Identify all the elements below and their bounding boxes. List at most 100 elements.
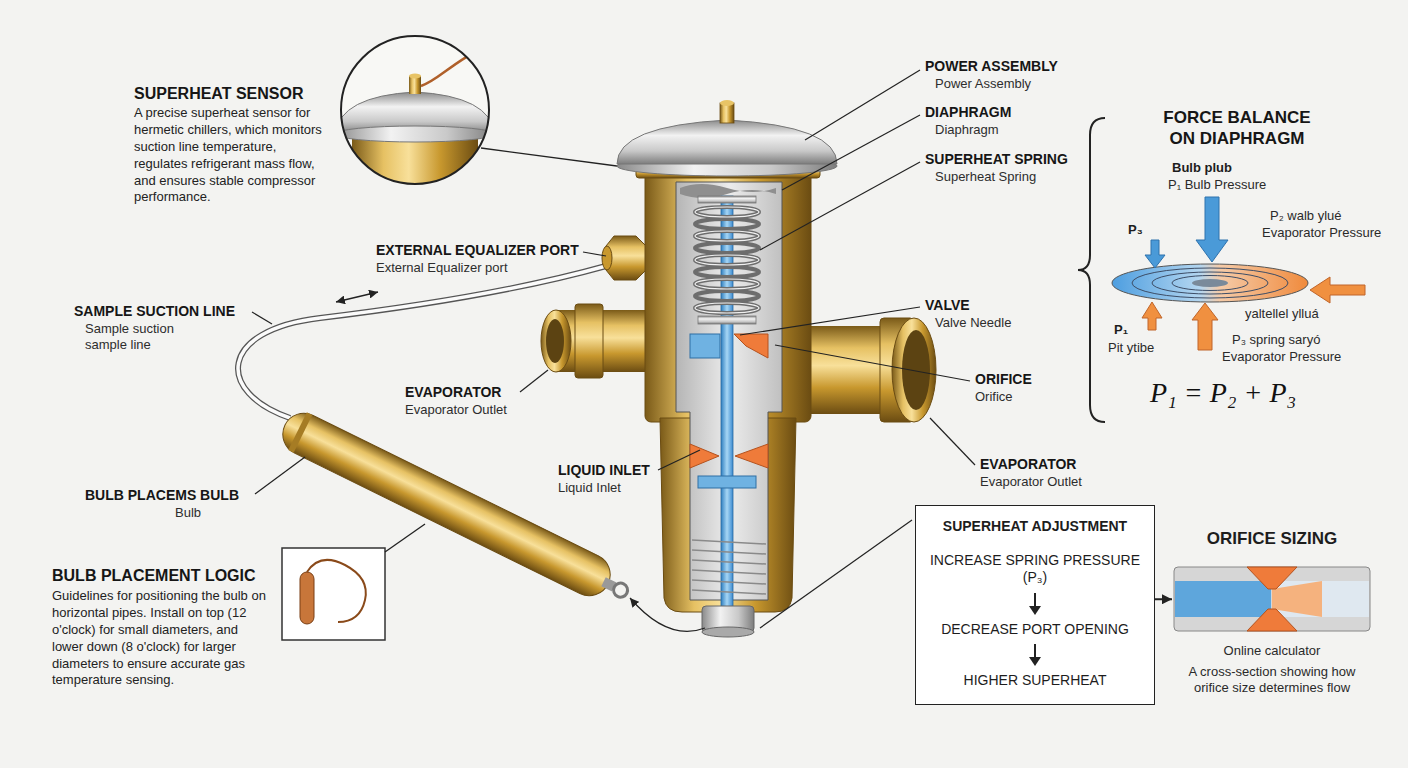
box-text: DECREASE PORT OPENING [928,621,1142,639]
leader-line-part [255,457,305,494]
superheat-spring-part [695,243,759,253]
box-heading: ORIFICE SIZING [1172,528,1372,549]
force-label: Bulb plub [1172,160,1232,176]
sensor-inset-part [341,36,489,184]
leader-line-part [630,598,705,631]
flow-arrow-head [1029,657,1041,666]
valve-internals-part-part [692,550,766,554]
bulb-placement-inset-part [300,572,314,624]
force-equation: P₁ = P₂ + P₃ [1150,376,1296,410]
callout-heading: BULB PLACEMENT LOGIC [52,566,256,586]
orifice-section [1174,567,1370,631]
capillary-tube-part [336,292,378,302]
callout-text: A precise superheat sensor for hermetic … [134,105,329,206]
superheat-spring-part [695,267,759,277]
part-subname: Sample suction sample line [85,321,195,353]
valve-body-part [721,196,733,616]
valve-internals-part-part [692,560,766,564]
capillary-tube-part [238,266,606,418]
diagram-heading: FORCE BALANCE ON DIAPHRAGM [1152,108,1322,149]
outlet-pipe [800,318,936,422]
force-diagram-part [1078,118,1105,422]
power-assembly-part [720,100,734,106]
valve-internals-part-part [692,570,766,574]
flow-arrow-shaft [1034,593,1036,608]
callout-text: Guidelines for positioning the bulb on h… [52,588,270,689]
part-subname: Liquid Inlet [558,480,621,496]
flow-connector [1155,598,1172,600]
superheat-spring-part [695,303,759,313]
part-subname: Valve Needle [935,315,1011,331]
box-heading: SUPERHEAT ADJUSTMENT [928,518,1142,536]
orifice-section [1247,567,1297,589]
power-assembly [617,100,837,178]
part-subname: Orifice [975,389,1013,405]
valve-body [645,172,811,616]
leader-line-part [782,115,920,190]
orifice-section [1273,581,1369,617]
illustration-panel: ORIFICE SIZING Online calculator A cross-s… [1172,528,1372,696]
part-subname: Bulb [175,505,201,521]
sensor-inset-part-part [335,126,495,142]
force-diagram-part [1112,264,1308,302]
force-label: yaltellel ylluá [1245,306,1319,322]
box-text: A cross-section showing how orifice size… [1172,664,1372,697]
flow-arrow [1027,591,1043,617]
part-name: ORIFICE [975,371,1032,388]
capillary-tube-part [238,266,606,418]
leader-line-part [583,252,606,256]
valve-internals-part-part [692,580,766,584]
leader-line-part [760,162,920,250]
bulb-placement-inset-part [282,548,385,640]
sensor-inset-part [481,148,632,168]
leader-line-part [805,70,920,140]
sensor-inset-part-part [409,76,421,94]
superheat-spring-part [695,291,759,301]
superheat-spring-part [695,279,759,289]
outlet-pipe-part [902,330,930,410]
superheat-spring-part [695,231,759,241]
force-label: Pit ytibe [1108,340,1154,356]
part-name: SUPERHEAT SPRING [925,151,1068,168]
part-name: EVAPORATOR [405,384,501,401]
force-label: Evaporator Pressure [1262,225,1381,241]
force-label: Evaporator Pressure [1222,349,1341,365]
part-subname: Diaphragm [935,122,999,138]
box-text: Online calculator [1172,643,1372,659]
orifice-section [1175,581,1271,617]
part-name: VALVE [925,297,970,314]
leader-line-part [252,312,272,324]
valve-internals-part [698,316,756,324]
sensor-inset-part-part [409,74,421,79]
superheat-spring [695,207,759,313]
superheat-spring-part [695,303,759,313]
valve-internals-part [690,444,719,468]
orifice-section [1247,609,1297,631]
leader-line [252,70,975,631]
equalizer-fitting-part [602,246,612,270]
valve-internals-part [698,476,756,488]
part-name: BULB PLACEMS BULB [85,487,239,504]
valve-internals-part-part [692,540,766,544]
superheat-spring-part [695,207,759,217]
force-diagram [1078,118,1365,422]
valve-internals-part [690,334,720,358]
force-label: P₃ [1128,222,1143,238]
sensor-inset-part [335,36,500,192]
outlet-pipe-part [892,318,936,422]
orifice-cross-section [1172,559,1372,639]
outlet-pipe [541,304,648,378]
part-subname: Evaporator Outlet [980,474,1082,490]
leader-line-part [775,345,970,381]
leader-line-part [520,370,548,392]
part-subname: Power Assembly [935,76,1031,92]
force-diagram-part [1145,240,1165,268]
flow-arrow [1027,642,1043,668]
equalizer-fitting [602,236,646,280]
part-name: EVAPORATOR [980,456,1076,473]
part-name: EXTERNAL EQUALIZER PORT [376,242,579,259]
force-label: P₁ [1114,322,1128,338]
superheat-spring-part [695,255,759,265]
leader-line-part [740,307,920,335]
